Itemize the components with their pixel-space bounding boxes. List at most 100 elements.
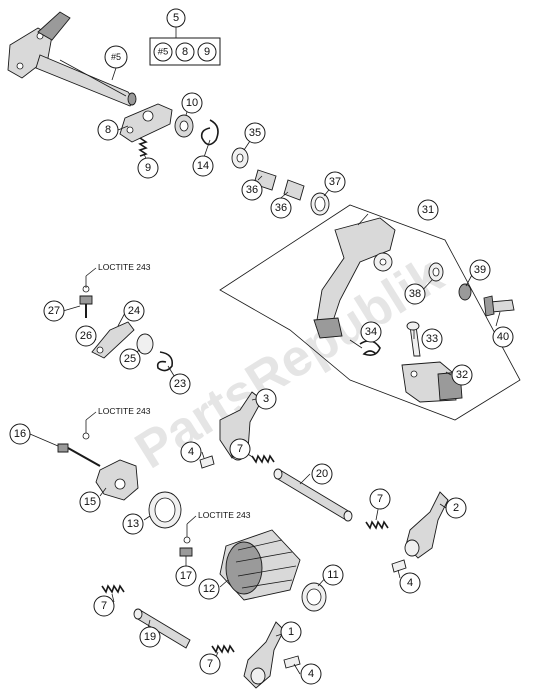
watermark: PartsRepublik (126, 246, 453, 481)
svg-text:16: 16 (14, 428, 26, 440)
callout-3[interactable]: 3 (255, 388, 277, 410)
svg-text:23: 23 (174, 378, 186, 390)
fork-shaft-20 (273, 468, 353, 522)
screw-27-head (79, 295, 93, 305)
svg-text:32: 32 (456, 369, 468, 381)
callout-7a[interactable]: 7 (229, 438, 251, 460)
svg-text:1: 1 (288, 626, 294, 638)
callout-23[interactable]: 23 (169, 373, 191, 395)
ratchet-plate (119, 103, 173, 143)
svg-text:25: 25 (124, 353, 136, 365)
svg-text:8: 8 (105, 124, 111, 136)
svg-text:37: 37 (329, 176, 341, 188)
set-item-9-label: 9 (204, 46, 210, 58)
svg-text:17: 17 (180, 570, 192, 582)
pin-33 (409, 325, 421, 357)
svg-text:34: 34 (365, 326, 377, 338)
callout-26[interactable]: 26 (75, 325, 97, 347)
callout-36b[interactable]: 36 (270, 197, 292, 219)
svg-text:LOCTITE 243: LOCTITE 243 (98, 262, 151, 272)
callout-8[interactable]: 8 (97, 119, 119, 141)
leader-lines (29, 102, 501, 675)
callout-27[interactable]: 27 (43, 300, 65, 322)
pin-4b (391, 559, 407, 573)
svg-text:19: 19 (144, 631, 156, 643)
svg-text:33: 33 (426, 333, 438, 345)
bushing-36b (283, 179, 305, 201)
callout-14[interactable]: 14 (192, 155, 214, 177)
svg-text:10: 10 (186, 97, 198, 109)
shift-lever-31 (313, 217, 396, 339)
callout-7d[interactable]: 7 (199, 653, 221, 675)
callout-40[interactable]: 40 (492, 326, 514, 348)
set-box: 5 #5 8 9 (149, 8, 221, 66)
callout-25[interactable]: 25 (119, 348, 141, 370)
set-item-5-label: #5 (158, 47, 169, 58)
callout-34[interactable]: 34 (360, 321, 382, 343)
callout-24[interactable]: 24 (123, 300, 145, 322)
callout-39[interactable]: 39 (469, 259, 491, 281)
set-item-5[interactable] (153, 42, 173, 62)
svg-text:36: 36 (246, 184, 258, 196)
callout-17[interactable]: 17 (175, 565, 197, 587)
screw-17 (179, 536, 193, 557)
pin-4c (283, 655, 301, 669)
svg-text:39: 39 (474, 264, 486, 276)
svg-text:38: 38 (409, 288, 421, 300)
shift-star-15 (95, 459, 139, 501)
callout-36a[interactable]: 36 (241, 179, 263, 201)
callout-37[interactable]: 37 (324, 171, 346, 193)
svg-text:4: 4 (308, 668, 314, 680)
spring-7c (101, 584, 125, 594)
loctite-label-1: LOCTITE 243 (85, 262, 151, 288)
set-item-8-label: 8 (182, 46, 188, 58)
svg-text:7: 7 (377, 493, 383, 505)
callout-15[interactable]: 15 (79, 491, 101, 513)
callout-19[interactable]: 19 (139, 626, 161, 648)
callout-38[interactable]: 38 (404, 283, 426, 305)
callout-5-label: 5 (173, 12, 179, 24)
callout-4a[interactable]: 4 (180, 441, 202, 463)
svg-text:24: 24 (128, 305, 140, 317)
callout-9[interactable]: 9 (137, 157, 159, 179)
svg-text:LOCTITE 243: LOCTITE 243 (98, 406, 151, 416)
svg-text:7: 7 (237, 443, 243, 455)
callout-2[interactable]: 2 (445, 497, 467, 519)
pin-4a (199, 455, 215, 469)
shift-fork-1 (243, 621, 285, 689)
svg-text:9: 9 (145, 162, 151, 174)
svg-text:11: 11 (327, 569, 338, 581)
callout-20[interactable]: 20 (311, 463, 333, 485)
callout-31[interactable]: 31 (417, 199, 439, 221)
callout-10[interactable]: 10 (181, 92, 203, 114)
set-item-8[interactable] (175, 42, 195, 62)
spring-7a (251, 454, 275, 464)
callout-12[interactable]: 12 (198, 578, 220, 600)
svg-text:2: 2 (453, 502, 459, 514)
shift-shaft (7, 11, 137, 107)
svg-text:27: 27 (48, 305, 60, 317)
callout-13[interactable]: 13 (122, 513, 144, 535)
svg-text:7: 7 (101, 600, 107, 612)
callout-16[interactable]: 16 (9, 423, 31, 445)
callout-4b[interactable]: 4 (399, 572, 421, 594)
svg-text:14: 14 (197, 160, 209, 172)
left-lever-group (79, 285, 174, 372)
callout-7b[interactable]: 7 (369, 488, 391, 510)
callout-35[interactable]: 35 (244, 122, 266, 144)
callout-32[interactable]: 32 (451, 364, 473, 386)
screw-16 (57, 432, 101, 467)
fork-shaft-19 (133, 608, 191, 649)
callout-1[interactable]: 1 (280, 621, 302, 643)
callout-4c[interactable]: 4 (300, 663, 322, 685)
washer-39 (458, 283, 472, 301)
svg-text:35: 35 (249, 127, 261, 139)
svg-text:LOCTITE 243: LOCTITE 243 (198, 510, 251, 520)
spring-7d (211, 644, 235, 654)
svg-text:3: 3 (263, 393, 269, 405)
set-item-9[interactable] (197, 42, 217, 62)
callout-33[interactable]: 33 (421, 328, 443, 350)
callout-7c[interactable]: 7 (93, 595, 115, 617)
callout-11[interactable]: 11 (322, 564, 344, 586)
